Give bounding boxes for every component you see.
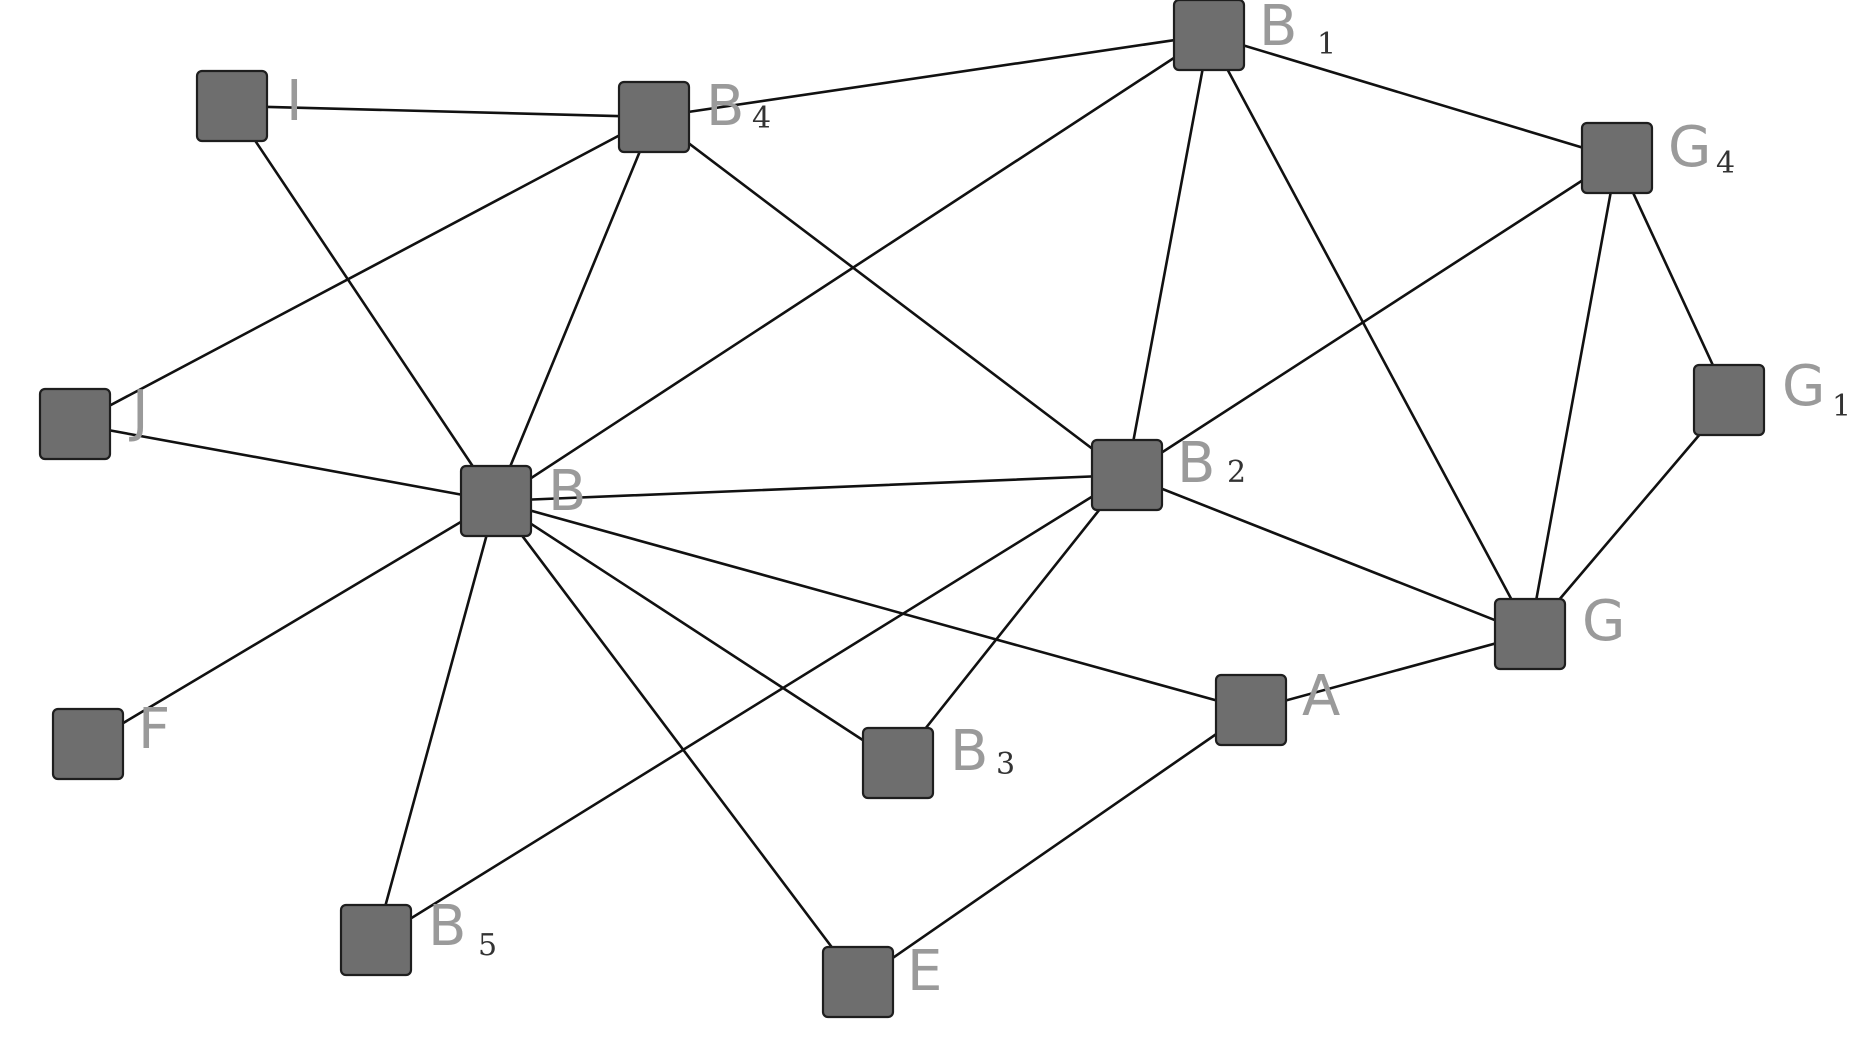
node-subscript: 4 xyxy=(1716,146,1735,181)
node-box[interactable] xyxy=(339,903,413,977)
edge-b2-g xyxy=(1125,473,1532,636)
node-box[interactable] xyxy=(38,387,112,461)
node-box[interactable] xyxy=(1172,0,1246,72)
node-label: B xyxy=(1259,0,1297,59)
node-label: B xyxy=(706,74,744,139)
edge-g4-g xyxy=(1528,156,1619,636)
node-label: B xyxy=(1177,431,1215,496)
edge-b-e xyxy=(494,499,860,984)
node-box[interactable] xyxy=(51,707,125,781)
edge-b1-g xyxy=(1207,33,1532,636)
edge-a-e xyxy=(856,708,1253,984)
edge-i-b4 xyxy=(230,104,656,119)
node-label: F xyxy=(138,697,170,762)
node-label: I xyxy=(286,69,303,134)
node-label: B xyxy=(548,459,586,524)
node-box[interactable] xyxy=(861,726,935,800)
node-label: B xyxy=(950,719,988,784)
node-subscript: 1 xyxy=(1832,389,1851,424)
node-subscript: 4 xyxy=(752,101,771,136)
node-subscript: 5 xyxy=(478,928,497,963)
node-label: A xyxy=(1302,664,1340,729)
edge-g4-b2 xyxy=(1125,156,1619,477)
edge-b-b5 xyxy=(374,499,498,942)
edge-b1-b2 xyxy=(1125,33,1211,477)
node-box[interactable] xyxy=(1580,121,1654,195)
edge-g4-g1 xyxy=(1615,156,1731,402)
edge-j-b xyxy=(73,422,498,503)
edge-g1-g xyxy=(1528,398,1731,636)
edge-b-f xyxy=(86,499,498,746)
edge-b-b3 xyxy=(494,499,900,765)
edge-a-g xyxy=(1249,632,1532,712)
edge-i-b xyxy=(230,104,498,503)
node-box[interactable] xyxy=(821,945,895,1019)
edge-b2-b5 xyxy=(374,473,1129,942)
node-box[interactable] xyxy=(1493,597,1567,671)
node-box[interactable] xyxy=(1692,363,1766,437)
edge-b4-b2 xyxy=(652,115,1129,477)
node-b[interactable]: B xyxy=(459,459,586,538)
node-label: B xyxy=(428,894,466,959)
edge-b2-b3 xyxy=(896,473,1129,765)
node-subscript: 3 xyxy=(996,747,1015,782)
node-box[interactable] xyxy=(459,464,533,538)
node-label: G xyxy=(1582,589,1625,654)
node-label: J xyxy=(129,379,149,444)
node-f[interactable]: F xyxy=(51,697,170,781)
node-e[interactable]: E xyxy=(821,939,942,1019)
edge-b4-j xyxy=(73,115,656,426)
edges-layer xyxy=(73,33,1731,984)
node-a[interactable]: A xyxy=(1214,664,1340,747)
edge-b4-b1 xyxy=(652,33,1211,119)
node-j[interactable]: J xyxy=(38,379,149,461)
node-box[interactable] xyxy=(617,80,691,154)
node-label: E xyxy=(907,939,942,1004)
edge-b4-b xyxy=(494,115,656,503)
node-subscript: 1 xyxy=(1317,27,1336,62)
node-subscript: 2 xyxy=(1227,455,1246,490)
edge-b-b2 xyxy=(494,473,1129,503)
edge-b1-b xyxy=(494,33,1211,503)
node-label: G xyxy=(1782,354,1825,419)
edge-b1-g4 xyxy=(1207,33,1619,160)
node-box[interactable] xyxy=(195,69,269,143)
node-box[interactable] xyxy=(1214,673,1288,747)
edge-b-a xyxy=(494,499,1253,712)
node-box[interactable] xyxy=(1090,438,1164,512)
node-label: G xyxy=(1668,115,1711,180)
node-i[interactable]: I xyxy=(195,69,303,143)
node-g[interactable]: G xyxy=(1493,589,1625,671)
